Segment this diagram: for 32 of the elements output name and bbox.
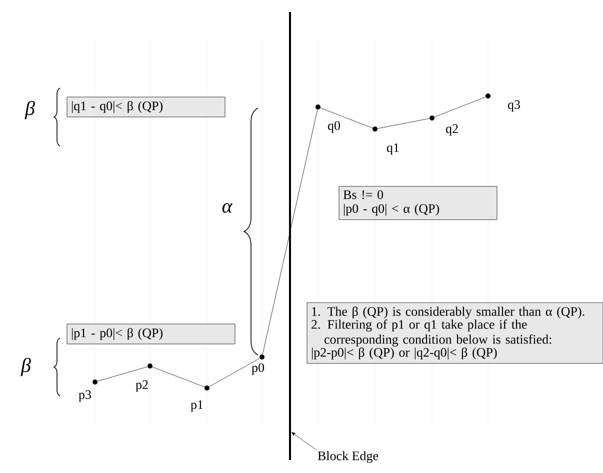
sample-point: [204, 386, 210, 390]
sample-point: [430, 116, 434, 120]
polyline-segment: [377, 118, 430, 129]
greek-symbol: β: [24, 100, 35, 120]
sample-point: [316, 104, 320, 110]
point-label: q1: [386, 143, 399, 155]
greek-symbol: β: [20, 358, 31, 376]
point-label: p0: [252, 363, 264, 375]
sample-point: [148, 364, 152, 368]
condition-box: 1. The β (QP) is considerably smaller than α (QP). 2. Filtering of p1 or q1 take place if the corresponding condition below is satisfied: |p2-p0|< β (QP) or |q2-q0|< β (QP): [306, 302, 603, 364]
polyline-segment: [262, 109, 318, 355]
sample-point: [372, 126, 378, 132]
greek-symbol: α: [222, 203, 233, 213]
leader-line: [291, 432, 316, 450]
polyline-segment: [320, 108, 373, 128]
polyline-segment: [434, 96, 486, 118]
polyline-segment: [209, 358, 260, 387]
point-label: p2: [136, 380, 148, 392]
sample-point: [92, 380, 98, 384]
point-label: q0: [328, 121, 340, 133]
polyline-segment: [152, 366, 205, 388]
point-label: q2: [446, 124, 458, 136]
point-label: p1: [190, 400, 203, 412]
point-label: q3: [508, 100, 520, 112]
polyline-segment: [97, 366, 148, 382]
condition-box: |p1 - p0|< β (QP): [66, 324, 236, 344]
point-label: p3: [78, 390, 91, 402]
sample-point: [260, 354, 264, 360]
condition-box: Bs != 0 |p0 - q0| < α (QP): [338, 186, 498, 220]
caption-text: Block Edge: [318, 451, 378, 463]
sample-point: [486, 94, 490, 98]
condition-box: |q1 - q0|< β (QP): [66, 96, 226, 118]
